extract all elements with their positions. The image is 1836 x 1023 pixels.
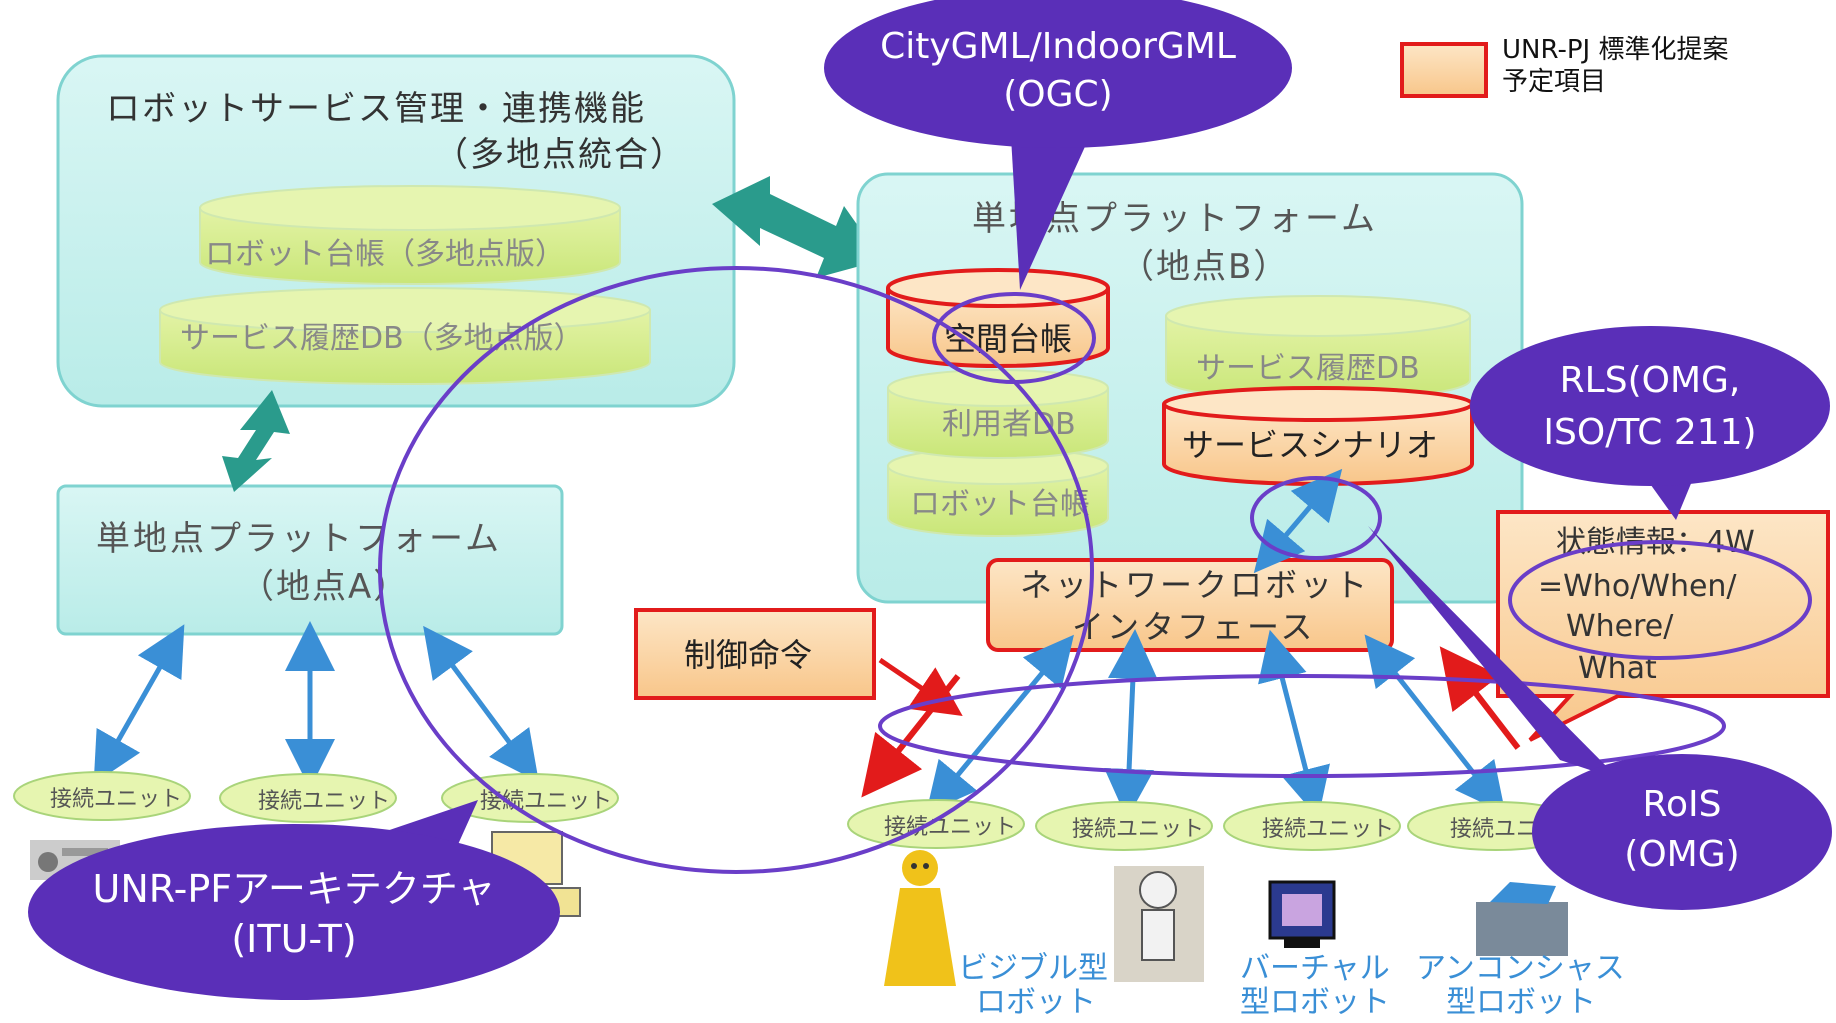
state-information: 状態情報：4W =Who/When/ Where/ What	[1496, 510, 1830, 742]
svg-text:=Who/When/: =Who/When/	[1538, 569, 1737, 604]
virtual-robot-image	[1268, 880, 1336, 948]
callout-unr-pf: UNR-PFアーキテクチャ (ITU-T)	[28, 800, 560, 1000]
svg-text:RLS(OMG,: RLS(OMG,	[1560, 360, 1741, 401]
service-history-db-b: サービス履歴DB	[1165, 295, 1471, 401]
connection-unit: 接続ユニット	[1035, 801, 1213, 851]
legend-line1: UNR-PJ 標準化提案	[1502, 35, 1729, 65]
callout-rois: RoIS (OMG)	[1368, 526, 1832, 910]
mgmt-title2: （多地点統合）	[434, 135, 686, 175]
svg-text:バーチャル: バーチャル	[1240, 951, 1390, 986]
svg-text:ISO/TC 211): ISO/TC 211)	[1543, 412, 1756, 453]
connection-unit: 接続ユニット	[847, 799, 1025, 849]
network-robot-interface: ネットワークロボット インタフェース	[986, 558, 1394, 652]
svg-text:サービス履歴DB（多地点版）: サービス履歴DB（多地点版）	[180, 321, 584, 356]
single-site-platform-b: 単地点プラットフォーム （地点B） ロボット台帳 利用者DB 空間台帳 サービス…	[856, 172, 1524, 604]
visible-robot-image	[884, 850, 956, 986]
control-command: 制御命令	[634, 608, 963, 717]
connection-units: 接続ユニット 接続ユニット 接続ユニット 接続ユニット 接続ユニット 接続ユニッ…	[13, 771, 1585, 851]
service-scenario: サービスシナリオ	[1162, 386, 1474, 486]
svg-text:ロボット: ロボット	[976, 985, 1096, 1018]
svg-text:サービスシナリオ: サービスシナリオ	[1182, 426, 1438, 464]
svg-text:アンコンシャス: アンコンシャス	[1416, 951, 1625, 986]
svg-text:（地点B）: （地点B）	[1120, 247, 1289, 287]
blue-arrows-platform-a	[93, 621, 539, 789]
svg-text:接続ユニット: 接続ユニット	[480, 789, 612, 814]
robot-type-labels: ビジブル型 ロボット バーチャル 型ロボット アンコンシャス 型ロボット	[958, 951, 1625, 1020]
callout-citygml: CityGML/IndoorGML (OGC)	[824, 0, 1292, 290]
highlight-rings	[378, 266, 1812, 874]
svg-text:接続ユニット: 接続ユニット	[1262, 817, 1394, 842]
humanoid-robot-image	[1114, 866, 1204, 982]
user-db-b: 利用者DB	[887, 369, 1109, 459]
svg-text:接続ユニ: 接続ユニ	[1450, 817, 1538, 842]
svg-text:（地点A）: （地点A）	[240, 567, 409, 607]
svg-text:ロボット台帳: ロボット台帳	[910, 487, 1090, 522]
svg-text:インタフェース: インタフェース	[1072, 608, 1315, 646]
unconscious-robot-image	[1476, 882, 1568, 956]
svg-text:ネットワークロボット: ネットワークロボット	[1020, 566, 1370, 604]
svg-text:接続ユニット: 接続ユニット	[1072, 817, 1204, 842]
robot-registry-db-multi: ロボット台帳（多地点版）	[199, 185, 621, 285]
callout-rls: RLS(OMG, ISO/TC 211)	[1470, 326, 1830, 520]
svg-text:(OMG): (OMG)	[1624, 834, 1739, 875]
svg-text:型ロボット: 型ロボット	[1446, 985, 1596, 1018]
svg-text:ロボット台帳（多地点版）: ロボット台帳（多地点版）	[205, 237, 565, 272]
legend-swatch	[1400, 42, 1488, 98]
service-history-db-multi: サービス履歴DB（多地点版）	[159, 287, 651, 385]
svg-text:接続ユニット: 接続ユニット	[258, 789, 390, 814]
robot-service-management-panel: ロボットサービス管理・連携機能 （多地点統合） サービス履歴DB（多地点版） ロ…	[56, 54, 736, 408]
svg-text:制御命令: 制御命令	[684, 636, 812, 674]
svg-text:型ロボット: 型ロボット	[1240, 985, 1390, 1018]
svg-text:接続ユニット: 接続ユニット	[50, 787, 182, 812]
svg-text:ビジブル型: ビジブル型	[958, 951, 1108, 986]
svg-text:UNR-PFアーキテクチャ: UNR-PFアーキテクチャ	[93, 867, 496, 911]
connection-unit: 接続ユニット	[1223, 801, 1401, 851]
legend: UNR-PJ 標準化提案 予定項目	[1400, 35, 1729, 98]
svg-text:(ITU-T): (ITU-T)	[231, 917, 356, 961]
legend-line2: 予定項目	[1502, 67, 1606, 97]
connection-unit: 接続ユニット	[13, 771, 191, 821]
svg-text:CityGML/IndoorGML: CityGML/IndoorGML	[880, 26, 1236, 67]
space-registry-db-b: 空間台帳	[886, 268, 1110, 368]
single-site-platform-a: 単地点プラットフォーム （地点A）	[56, 484, 564, 636]
mgmt-title1: ロボットサービス管理・連携機能	[106, 89, 646, 129]
connection-unit: 接続ユニット	[219, 773, 397, 823]
robot-registry-db-b: ロボット台帳	[887, 447, 1109, 537]
svg-text:RoIS: RoIS	[1643, 784, 1722, 825]
svg-text:単地点プラットフォーム: 単地点プラットフォーム	[96, 519, 502, 559]
svg-text:サービス履歴DB: サービス履歴DB	[1196, 351, 1420, 386]
teal-arrow-mgmt-to-platform-b	[712, 176, 882, 278]
svg-text:(OGC): (OGC)	[1003, 74, 1112, 115]
svg-text:Where/: Where/	[1566, 609, 1674, 644]
teal-arrow-mgmt-to-platform-a	[222, 390, 290, 492]
